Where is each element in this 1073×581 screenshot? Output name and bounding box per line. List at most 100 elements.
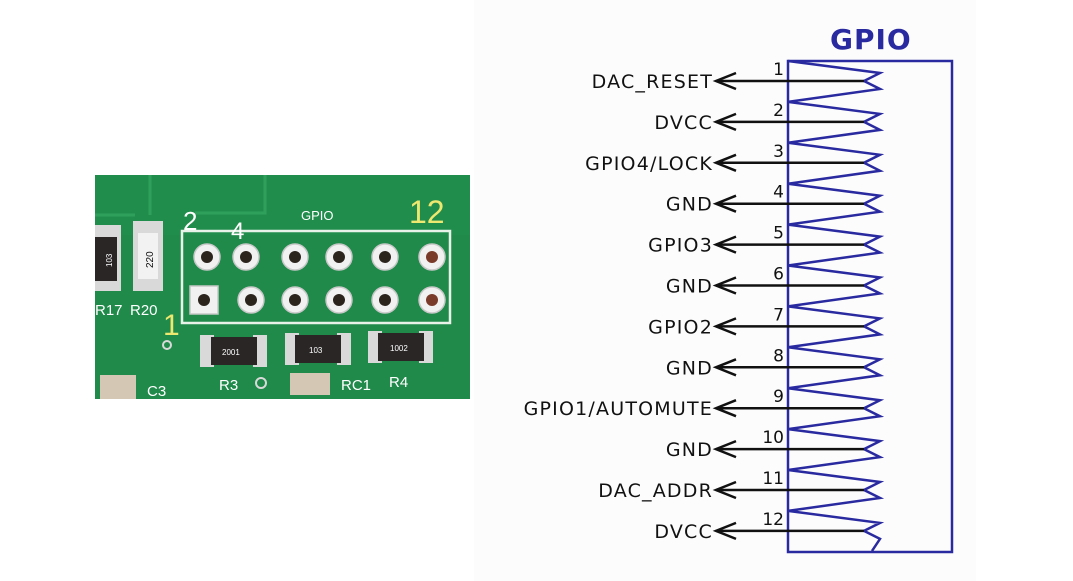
pin-arrow-icon [712,112,737,132]
pin-number-label: 11 [762,469,784,489]
pin-signal-label: DVCC [654,521,713,543]
resistor-r4: 1002 R4 [368,331,433,391]
pin-row-2: DVCC 2 [654,101,864,134]
pin-10-hole [379,251,391,263]
pin-3-hole [245,294,257,306]
pin-arrow-icon [712,153,737,172]
header-silk-outline [180,229,452,325]
resistor-rc1-code: 103 [309,346,323,355]
pin-7-hole [333,294,345,306]
pin-signal-label: DAC_RESET [592,71,713,93]
resistor-r3-code: 2001 [222,348,240,357]
resistor-r3: 2001 R3 [200,335,267,394]
capacitor-c3 [100,375,136,399]
overlay-label-pin4: 4 [231,218,244,245]
overlay-label-pin2: 2 [183,206,197,236]
pin-row-5: GPIO3 5 [648,224,864,257]
pin-row-11: DAC_ADDR 11 [598,469,864,502]
pin-row-12: DVCC 12 [654,510,864,543]
pin-row-4: GND 4 [666,183,864,216]
pin-signal-label: GPIO4/LOCK [585,153,713,175]
pin-number-label: 7 [773,305,784,325]
pin-signal-label: DAC_ADDR [598,480,713,502]
pin-row-3: GPIO4/LOCK 3 [585,142,864,175]
resistor-r20-label: R20 [130,302,158,319]
resistor-r3-body [211,337,257,365]
resistor-r17: 103 R17 [95,225,123,319]
resistor-r20-body [138,233,158,279]
connector-body [786,59,954,554]
pin-arrow-icon [712,317,737,336]
pin-1-hole [198,294,210,306]
pin-row-9: GPIO1/AUTOMUTE 9 [524,387,864,420]
resistor-r17-body [95,237,117,281]
resistor-r3-pad-left [200,335,214,367]
overlay-label-pin12: 12 [409,194,445,230]
pin-signal-label: GND [666,194,713,216]
resistor-r3-label: R3 [219,377,238,394]
resistor-r20-code: 220 [145,251,156,268]
pin-arrow-icon [712,521,737,541]
pin-number-label: 12 [762,510,784,530]
pin-number-label: 8 [773,346,784,366]
pin-arrow-icon [712,235,737,254]
gpio-silk-label: GPIO [301,208,334,223]
pin-arrow-icon [712,439,737,459]
resistor-r17-label: R17 [95,302,123,319]
pin-row-6: GND 6 [666,265,864,298]
pcb-photo: GPIO 2 4 12 1 2001 [95,175,470,399]
pin-number-label: 6 [773,265,784,285]
connector-zigzag [787,59,885,552]
pin-4-hole [240,251,252,263]
resistor-rc1-body [295,335,341,363]
resistor-rc1-label: RC1 [341,377,371,394]
schematic-title: GPIO [830,23,912,56]
pin-11-hole [426,294,438,306]
pin-9-hole [379,294,391,306]
pin-number-label: 3 [773,142,784,162]
pin-signal-label: DVCC [654,112,713,134]
pin-row-7: GPIO2 7 [648,305,864,338]
schematic-panel [474,0,976,581]
capacitor-below-rc1 [290,373,330,395]
pin-row-8: GND 8 [666,346,864,379]
pin-6-hole [289,251,301,263]
pin-signal-label: GND [666,276,713,298]
overlay-label-pin1: 1 [163,309,180,342]
pin-number-label: 1 [773,60,784,80]
pin-number-label: 9 [773,387,784,407]
pin-arrow-icon [712,358,737,377]
pin-number-label: 2 [773,101,784,121]
pin-arrow-icon [712,194,737,213]
resistor-r4-code: 1002 [390,344,408,353]
pin-arrow-icon [712,276,737,295]
resistor-r4-label: R4 [389,374,408,391]
pin-signal-label: GPIO2 [648,316,713,338]
pin-5-hole [289,294,301,306]
via [255,377,267,389]
pin-8-hole [333,251,345,263]
resistor-rc1: 103 RC1 [285,333,371,394]
pin-number-label: 10 [762,428,784,448]
pin-arrow-icon [712,71,737,91]
pin-number-label: 5 [773,224,784,244]
header-pin-row-bottom [189,285,446,315]
pin-rows: DAC_RESET1DVCC2GPIO4/LOCK3GND4GPIO35GND6… [524,60,864,543]
pin-arrow-icon [712,480,737,500]
pin-signal-label: GND [666,357,713,379]
pin-signal-label: GND [666,439,713,461]
via [162,340,172,350]
resistor-r17-code: 103 [105,253,114,267]
pin-12-hole [426,251,438,263]
pin-row-10: GND 10 [666,428,864,461]
pin-number-label: 4 [773,183,784,203]
resistor-r4-body [378,333,424,361]
pcb-trace [195,175,267,215]
pin-signal-label: GPIO1/AUTOMUTE [524,398,713,420]
pin-row-1: DAC_RESET 1 [592,60,864,93]
pin-2-hole [201,251,213,263]
header-pin-row-top [193,243,446,271]
pin-signal-label: GPIO3 [648,235,713,257]
resistor-r20: 220 R20 [130,221,163,319]
